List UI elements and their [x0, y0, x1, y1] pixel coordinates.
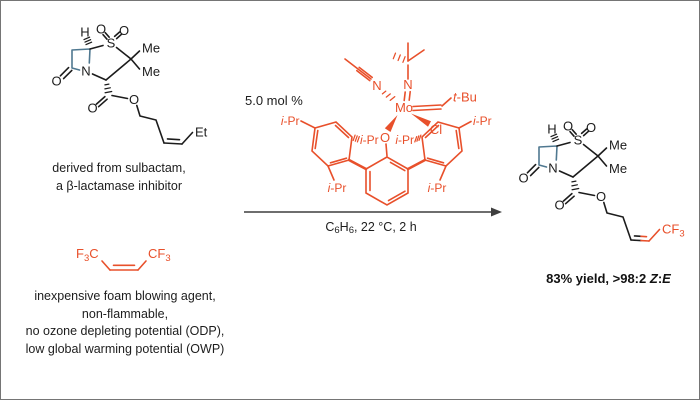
reagent-caption: inexpensive foam blowing agent, non-flam… [5, 288, 245, 358]
ethyl-label: Et [195, 125, 208, 140]
reagent-caption-line2: non-flammable, [81, 306, 169, 321]
reagent-caption-line4: low global warming potential (OWP) [25, 341, 225, 356]
ester-carbonyl-o-label: O [87, 101, 97, 116]
nitrile-n-label: N [372, 78, 381, 93]
catalyst-bonds [300, 42, 472, 206]
sulfone-o-right-label: O [119, 23, 129, 38]
h-label: H [547, 122, 556, 137]
chloride-label: Cl [430, 122, 442, 137]
substrate-caption: derived from sulbactam, a β-lactamase in… [9, 160, 229, 195]
molybdenum-label: Mo [395, 100, 413, 115]
reaction-conditions: C6H6, 22 °C, 2 h [281, 220, 461, 236]
reagent-caption-line1: inexpensive foam blowing agent, [34, 289, 216, 303]
f3c-label: F3C [76, 246, 99, 264]
ipr-label-left-bottom: i-Pr [328, 181, 347, 195]
imido-n-label: N [403, 77, 412, 92]
substrate-lactam-ring [71, 48, 91, 71]
product-bonds-orange [640, 228, 661, 242]
ester-o-label: O [596, 189, 606, 204]
methyl-label-2: Me [609, 161, 627, 176]
substrate-bonds [59, 31, 194, 145]
sulfur-label: S [107, 36, 116, 51]
reagent-caption-line3: no ozone depleting potential (ODP), [25, 324, 225, 338]
reaction-arrow [244, 207, 502, 217]
ipr-label-right-bottom: i-Pr [428, 181, 447, 195]
substrate-caption-line2: a β-lactamase inhibitor [56, 178, 182, 193]
catalyst-structure: N N Mo t-Bu Cl O i-Pr i-Pr i-Pr i-Pr i-P… [281, 42, 492, 206]
ipr-label-right-ortho: i-Pr [395, 133, 414, 147]
h-label: H [80, 25, 89, 40]
cl-wedge-bond [411, 113, 431, 127]
catalyst-stereo-hashes [352, 52, 422, 143]
ipr-label-right-para: i-Pr [473, 114, 492, 128]
arrowhead [491, 207, 502, 217]
cf3-label: CF3 [148, 246, 171, 264]
ester-o-label: O [129, 92, 139, 107]
substrate-structure: H O O S N O O O Me Me Et [51, 22, 208, 145]
o-wedge-bond [384, 115, 398, 132]
methyl-label-1: Me [609, 138, 627, 153]
tbu-label: t-Bu [453, 90, 477, 105]
sulfone-o-left-label: O [563, 119, 573, 134]
substrate-caption-line1: derived from sulbactam, [52, 161, 186, 175]
methyl-label-1: Me [142, 41, 160, 56]
yield-text: 83% yield, >98:2 Z:E [546, 271, 671, 286]
catalyst-loading: 5.0 mol % [245, 93, 303, 108]
reagent-structure: F3C CF3 [76, 246, 171, 271]
nitrogen-label: N [81, 64, 90, 79]
conditions-text: C6H6, 22 °C, 2 h [325, 220, 417, 236]
product-lactam-ring [538, 145, 558, 168]
ketone-o-label: O [51, 74, 61, 89]
sulfone-o-right-label: O [586, 120, 596, 135]
product-stereo-hashes [550, 133, 580, 191]
nitrogen-label: N [548, 161, 557, 176]
sulfone-o-left-label: O [96, 22, 106, 37]
ketone-o-label: O [518, 171, 528, 186]
e-label: E [662, 271, 671, 286]
sulfur-label: S [574, 133, 583, 148]
cf3-label: CF3 [662, 222, 685, 240]
product-structure: H O O S N O O O Me Me CF3 [518, 119, 685, 242]
product-bonds [526, 128, 642, 242]
methyl-label-2: Me [142, 64, 160, 79]
z-label: Z [649, 271, 658, 286]
substrate-stereo-hashes [83, 36, 113, 94]
phenoxide-o-label: O [380, 130, 390, 145]
ipr-label-left-para: i-Pr [281, 114, 300, 128]
ipr-label-left-ortho: i-Pr [360, 133, 379, 147]
ester-carbonyl-o-label: O [554, 198, 564, 213]
reagent-bonds [101, 260, 147, 271]
